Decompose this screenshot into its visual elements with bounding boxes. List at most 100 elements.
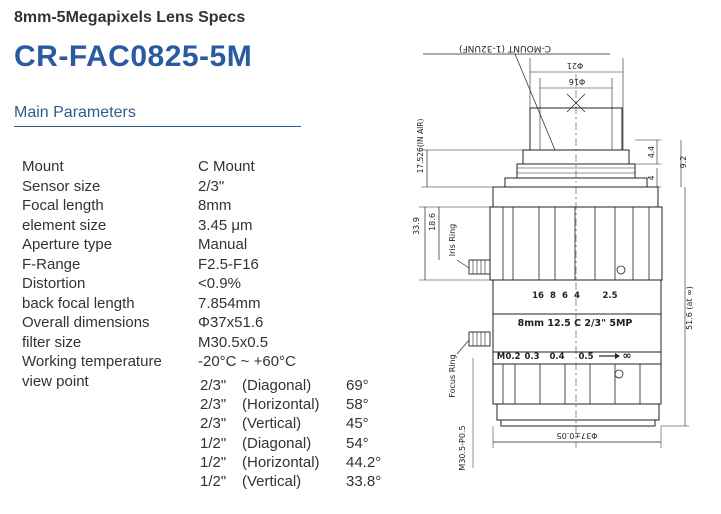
param-value: Manual xyxy=(198,236,248,253)
view-angle-row: 1/2" (Horizontal) 44.2° xyxy=(200,454,390,473)
param-row: Distortion <0.9% xyxy=(22,275,362,295)
dimension-51-6-label: 51.6 (at ∞) xyxy=(685,286,694,330)
lens-barrel xyxy=(468,186,663,427)
f-stop-16: 16 xyxy=(532,291,544,301)
distance-0-2: 0.2 xyxy=(505,352,520,362)
param-row: Mount C Mount xyxy=(22,158,362,178)
view-mode: (Horizontal) xyxy=(242,396,320,414)
param-value: F2.5-F16 xyxy=(198,255,259,273)
view-angle: 69° xyxy=(346,377,369,394)
view-angle-row: 1/2" (Vertical) 33.8° xyxy=(200,473,390,492)
param-value: 2/3" xyxy=(198,177,225,195)
f-stop-8: 8 xyxy=(550,291,556,301)
param-name: Working temperature xyxy=(22,353,162,370)
param-row: filter size M30.5x0.5 xyxy=(22,334,362,354)
view-mode: (Vertical) xyxy=(242,415,302,433)
view-angle-row: 1/2" (Diagonal) 54° xyxy=(200,435,390,454)
dimension-18-6-label: 18.6 xyxy=(428,213,437,231)
distance-0-5: 0.5 xyxy=(578,352,593,362)
view-angle-table: 2/3" (Diagonal) 69° 2/3" (Horizontal) 58° 2/… xyxy=(200,377,390,492)
diameter-16-label: Φ16 xyxy=(569,77,585,86)
view-mode: (Diagonal) xyxy=(242,377,312,394)
param-value: 3.45 μm xyxy=(198,216,253,234)
arrow-head-icon xyxy=(615,353,620,359)
param-row: Overall dimensions Φ37x51.6 xyxy=(22,314,362,334)
dimension-33-9-label: 33.9 xyxy=(412,217,421,235)
distance-infinity: ∞ xyxy=(622,349,631,362)
sensor-format: 1/2" xyxy=(200,434,227,452)
param-name: filter size xyxy=(22,333,82,351)
param-value: -20°C ~ +60°C xyxy=(198,353,296,370)
mount-section xyxy=(504,107,648,188)
f-stop-4: 4 xyxy=(574,291,580,301)
param-name: Mount xyxy=(22,158,64,175)
dimension-17-526-label: 17.526(IN AIR) xyxy=(416,119,425,174)
view-angle: 45° xyxy=(346,415,369,433)
view-angle-row: 2/3" (Horizontal) 58° xyxy=(200,396,390,415)
lens-technical-drawing: C-MOUNT (1-32UNF) Φ21 Φ16 xyxy=(412,43,694,471)
param-name: Sensor size xyxy=(22,177,101,195)
outer-diameter-label: Φ37±0.05 xyxy=(557,431,598,440)
left-dimensions: 17.526(IN AIR) 33.9 18.6 Iris Ring Focus… xyxy=(412,119,523,471)
dimension-9-2-label: 9.2 xyxy=(679,156,688,169)
param-value: Φ37x51.6 xyxy=(198,314,264,331)
param-row: Aperture type Manual xyxy=(22,236,362,256)
section-underline xyxy=(14,126,301,127)
page-subtitle: 8mm-5Megapixels Lens Specs xyxy=(14,9,246,26)
param-row: Sensor size 2/3" xyxy=(22,178,362,198)
outer-diameter-callout: Φ37±0.05 xyxy=(492,426,662,448)
diameter-21-label: Φ21 xyxy=(567,61,583,70)
distance-0-3: 0.3 xyxy=(524,352,539,362)
view-angle: 44.2° xyxy=(346,453,382,471)
focus-ring-label: Focus Ring xyxy=(448,354,457,397)
param-name: Overall dimensions xyxy=(22,314,150,331)
param-row: Working temperature -20°C ~ +60°C xyxy=(22,353,362,373)
params-list: Mount C Mount Sensor size 2/3" Focal lengt… xyxy=(22,158,362,392)
param-row: back focal length 7.854mm xyxy=(22,295,362,315)
dimension-4-4-label: 4.4 xyxy=(647,146,656,158)
f-stop-2-5: 2.5 xyxy=(602,291,617,301)
f-stop-6: 6 xyxy=(562,291,568,301)
distance-unit: M xyxy=(497,352,505,362)
view-mode: (Vertical) xyxy=(242,472,302,490)
model-title: CR-FAC0825-5M xyxy=(14,40,253,73)
distance-0-4: 0.4 xyxy=(549,352,564,362)
dimension-4-label: 4 xyxy=(647,175,656,180)
param-name: Focal length xyxy=(22,197,104,214)
sensor-format: 1/2" xyxy=(200,453,227,471)
view-angle: 33.8° xyxy=(346,472,382,490)
view-mode: (Horizontal) xyxy=(242,453,320,471)
param-row: view point xyxy=(22,373,362,393)
param-row: F-Range F2.5-F16 xyxy=(22,256,362,276)
section-title: Main Parameters xyxy=(14,104,136,121)
param-name: element size xyxy=(22,216,107,234)
inner-diameter-callouts: Φ21 Φ16 xyxy=(529,58,624,448)
view-angle: 58° xyxy=(346,396,369,414)
view-angle: 54° xyxy=(346,434,369,452)
iris-ring-label: Iris Ring xyxy=(448,224,457,257)
mount-thread-label: C-MOUNT (1-32UNF) xyxy=(459,43,551,53)
param-name: back focal length xyxy=(22,294,135,312)
sensor-format: 1/2" xyxy=(200,472,227,490)
view-angle-row: 2/3" (Diagonal) 69° xyxy=(200,377,390,396)
filter-thread-label: M30.5-P0.5 xyxy=(458,425,467,470)
param-name: view point xyxy=(22,372,89,390)
lens-spec-label: 8mm 12.5 C 2/3" 5MP xyxy=(518,318,633,329)
param-name: F-Range xyxy=(22,255,81,273)
distance-scale: M 0.2 0.3 0.4 0.5 ∞ xyxy=(497,349,632,362)
sensor-format: 2/3" xyxy=(200,396,227,414)
param-value: 8mm xyxy=(198,197,232,214)
view-mode: (Diagonal) xyxy=(242,434,312,452)
param-row: element size 3.45 μm xyxy=(22,217,362,237)
param-name: Distortion xyxy=(22,275,86,292)
f-stop-scale: 16 8 6 4 2.5 xyxy=(532,291,618,301)
right-dimensions: 4.4 4 9.2 51.6 (at ∞) xyxy=(635,139,694,427)
param-name: Aperture type xyxy=(22,236,113,253)
mount-thread-callout: C-MOUNT (1-32UNF) xyxy=(423,43,610,151)
param-value: C Mount xyxy=(198,158,255,175)
param-value: M30.5x0.5 xyxy=(198,333,269,351)
param-value: 7.854mm xyxy=(198,294,261,312)
view-angle-row: 2/3"(Vertical)45° xyxy=(200,415,390,434)
param-value: <0.9% xyxy=(198,275,241,292)
sensor-format: 2/3" xyxy=(200,377,227,394)
